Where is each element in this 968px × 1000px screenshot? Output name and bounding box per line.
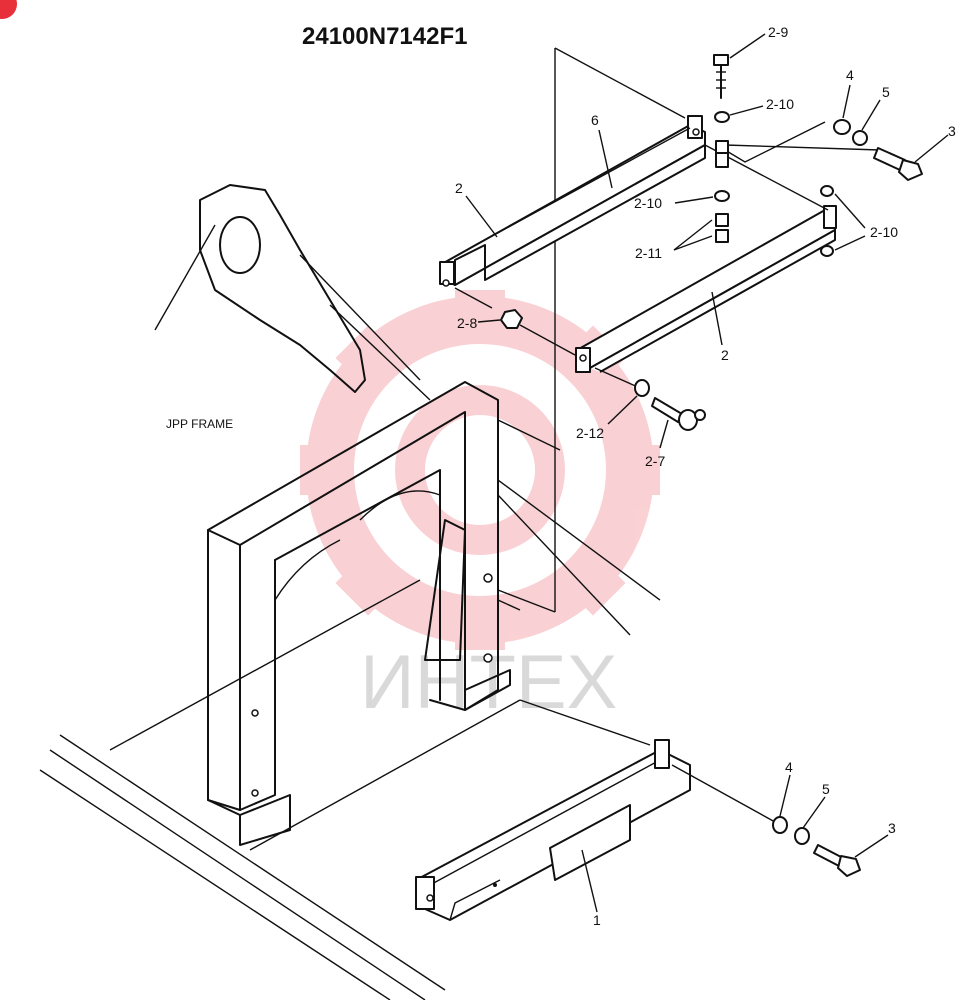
callouts: 2-9 2-10 4 5 3 6 2 2-10 2-11 2-10 2-8 2 … <box>455 24 956 928</box>
fasteners-upper <box>500 54 923 431</box>
callout-2-11: 2-11 <box>635 245 662 261</box>
callout-5-bottom: 5 <box>822 781 830 797</box>
callout-5-top: 5 <box>882 84 890 100</box>
nut-2-8 <box>500 309 523 329</box>
nut-2-11-a <box>715 213 729 227</box>
spacer-lower <box>715 152 729 168</box>
watermark-text: ИНТЕХ <box>360 640 617 725</box>
callout-6: 6 <box>591 112 599 128</box>
main-frame <box>207 381 661 846</box>
bottom-channel <box>415 739 691 921</box>
callout-2-10-right: 2-10 <box>870 224 898 240</box>
lower-channel <box>575 205 837 373</box>
eyebolt-2-7 <box>651 397 706 431</box>
base-rails <box>39 579 651 1000</box>
frame-label: JPP FRAME <box>166 417 233 431</box>
callout-2-lower: 2 <box>721 347 729 363</box>
bolt-2-9 <box>713 54 729 99</box>
washer-4-bottom <box>772 816 788 834</box>
spacer-upper <box>715 140 729 154</box>
watermark-logo <box>300 290 660 650</box>
callout-2-9: 2-9 <box>768 24 788 40</box>
callout-2-7: 2-7 <box>645 453 665 469</box>
washer-2-10-right-a <box>820 185 834 197</box>
nut-2-11-b <box>715 229 729 243</box>
callout-2-upper: 2 <box>455 180 463 196</box>
callout-2-10-mid: 2-10 <box>634 195 662 211</box>
callout-3-bottom: 3 <box>888 820 896 836</box>
washer-2-10-mid <box>714 190 730 202</box>
tower-bracket <box>154 184 431 401</box>
callout-4-top: 4 <box>846 67 854 83</box>
callout-2-10-top: 2-10 <box>766 96 794 112</box>
bolt-3-bottom <box>813 844 861 877</box>
leader-lines <box>465 33 949 913</box>
fasteners-lower <box>671 764 861 877</box>
upper-channel <box>439 115 706 287</box>
callout-1: 1 <box>593 912 601 928</box>
callout-3-top: 3 <box>948 123 956 139</box>
callout-4-bottom: 4 <box>785 759 793 775</box>
lockwasher-5-top <box>852 130 868 146</box>
washer-2-12 <box>634 379 650 397</box>
drawing-number: 24100N7142F1 <box>302 23 467 50</box>
washer-4-top <box>833 119 851 135</box>
corner-badge <box>0 0 17 19</box>
washer-2-10-top <box>714 111 730 123</box>
bolt-3-top <box>873 147 923 181</box>
callout-2-8: 2-8 <box>457 315 477 331</box>
callout-2-12: 2-12 <box>576 425 604 441</box>
reference-line-top <box>554 47 686 119</box>
lockwasher-5-bottom <box>794 827 810 845</box>
washer-2-10-right-b <box>820 245 834 257</box>
